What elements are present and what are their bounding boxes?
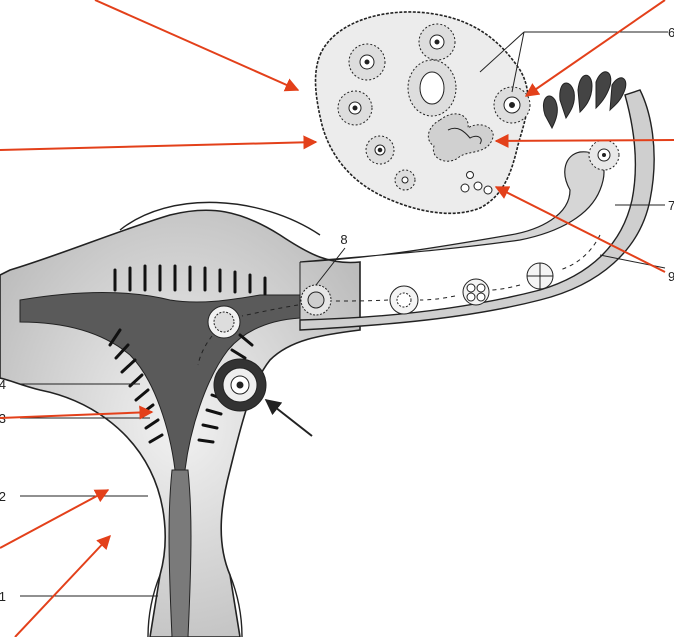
- label-1: 1: [0, 589, 6, 604]
- label-8: 8: [340, 232, 347, 247]
- uterus-body: [0, 202, 360, 637]
- label-7: 7: [668, 198, 674, 213]
- red-arrow-to-follicle: [526, 0, 665, 96]
- red-arrow-to-corpus-luteum: [496, 140, 674, 141]
- label-2: 2: [0, 489, 6, 504]
- label-6: 6: [668, 25, 674, 40]
- red-arrow-to-cervix-wall: [0, 490, 108, 548]
- label-4: 4: [0, 377, 6, 392]
- ovary: [316, 12, 530, 213]
- red-arrow-to-ovary-edge: [0, 142, 316, 150]
- fimbriae: [543, 72, 625, 128]
- red-arrow-to-cervix: [15, 536, 110, 637]
- red-arrow-to-ovary-top: [95, 0, 298, 90]
- label-9: 9: [668, 269, 674, 284]
